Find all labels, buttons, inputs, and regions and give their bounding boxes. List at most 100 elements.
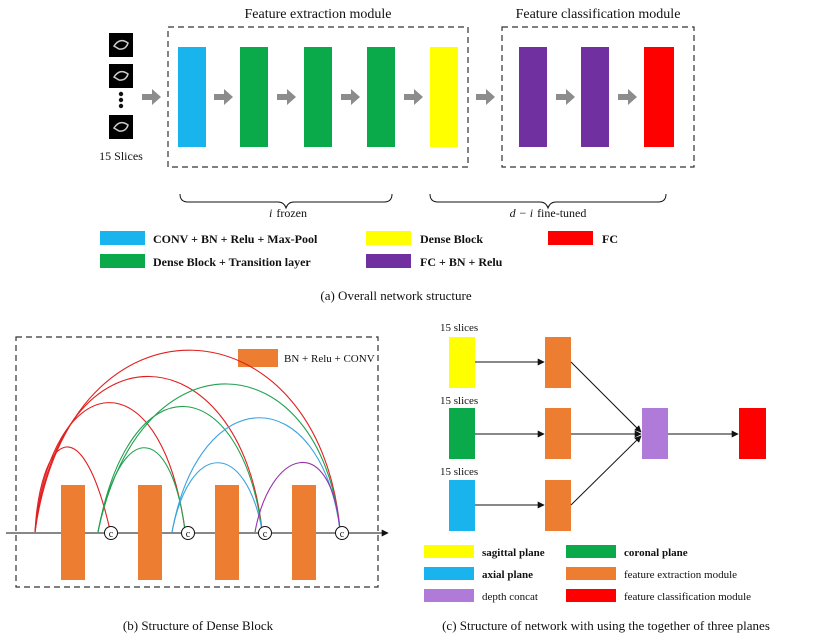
slices-label: 15 Slices [99, 149, 143, 163]
flow-arrows [142, 89, 637, 105]
skip-arc-red [34, 402, 186, 533]
legend-label: depth concat [482, 591, 538, 603]
concat-circle [335, 526, 349, 540]
flow-arrow [214, 89, 233, 105]
concat-label: c [109, 529, 114, 540]
feature-extraction-block [545, 408, 571, 459]
depth-concat-block [642, 408, 668, 459]
panel-b: BN + Relu + CONV c c c [6, 336, 389, 633]
feature-classification-title: Feature classification module [516, 7, 681, 22]
dense-transition-block [304, 47, 332, 147]
skip-connections [34, 349, 341, 533]
feature-classification-block [739, 408, 766, 459]
bn-relu-conv-block [61, 485, 85, 580]
panel-a-legend: CONV + BN + Relu + Max-Pool Dense Block … [100, 231, 618, 269]
feature-extraction-title: Feature extraction module [245, 7, 392, 22]
conv-block [178, 47, 206, 147]
finetuned-brace [429, 193, 667, 210]
slice-thumbnail [109, 33, 133, 57]
panel-c-arrows [475, 358, 739, 509]
flow-arrow [570, 361, 642, 433]
legend-label: FC + BN + Relu [420, 255, 503, 269]
legend-swatch [424, 589, 474, 602]
slice-thumbnail [109, 115, 133, 139]
flow-arrow [341, 89, 360, 105]
legend-label: Dense Block [420, 232, 483, 246]
flow-arrow [556, 89, 575, 105]
legend-swatch [100, 254, 145, 268]
flow-arrow [142, 89, 161, 105]
skip-arc-red [34, 446, 111, 533]
fc-block [644, 47, 674, 147]
concat-label: c [263, 529, 268, 540]
flow-arrow [404, 89, 423, 105]
dense-transition-block [240, 47, 268, 147]
fc-bn-relu-block [519, 47, 547, 147]
flow-arrow [277, 89, 296, 105]
legend-swatch [366, 254, 411, 268]
legend-swatch [566, 589, 616, 602]
legend-label: FC [602, 232, 618, 246]
panel-c-caption: (c) Structure of network with using the … [442, 618, 770, 633]
feature-classification-module-box [501, 26, 695, 168]
skip-arc-red [34, 349, 341, 533]
concat-circle [258, 526, 272, 540]
concat-circle [104, 526, 118, 540]
legend-swatch [566, 567, 616, 580]
legend-label: CONV + BN + Relu + Max-Pool [153, 232, 318, 246]
legend-swatch [566, 545, 616, 558]
skip-arc-blue [171, 462, 263, 533]
bn-relu-conv-block [138, 485, 162, 580]
coronal-input [449, 408, 475, 459]
legend-label: sagittal plane [482, 547, 545, 559]
flow-arrow [618, 89, 637, 105]
feature-extraction-module-box [167, 26, 469, 168]
legend-swatch [238, 349, 278, 367]
legend-label: axial plane [482, 569, 533, 581]
panel-c: 15 slices 15 slices 15 slices sagittal p… [424, 322, 770, 633]
panel-b-caption: (b) Structure of Dense Block [123, 618, 274, 633]
sagittal-input [449, 337, 475, 388]
concat-label: c [340, 529, 345, 540]
legend-label: Dense Block + Transition layer [153, 255, 311, 269]
slices-label: 15 slices [440, 395, 478, 407]
panel-a-caption: (a) Overall network structure [320, 288, 471, 303]
legend-label: feature extraction module [624, 569, 737, 581]
bn-relu-conv-block [292, 485, 316, 580]
legend-label: BN + Relu + CONV [284, 353, 375, 365]
panel-a: 15 Slices Feature extraction module Feat… [99, 7, 695, 303]
ellipsis-dot [118, 91, 124, 97]
slices-label: 15 slices [440, 466, 478, 478]
feature-extraction-block [545, 480, 571, 531]
skip-arc-green [97, 405, 263, 533]
feature-extraction-block [545, 337, 571, 388]
legend-swatch [100, 231, 145, 245]
flow-arrow [476, 89, 495, 105]
legend-swatch [424, 545, 474, 558]
bn-relu-conv-block [215, 485, 239, 580]
flow-arrow [570, 435, 642, 506]
legend-label: coronal plane [624, 547, 688, 559]
legend-swatch [366, 231, 411, 245]
axial-input [449, 480, 475, 531]
legend-swatch [548, 231, 593, 245]
fc-bn-relu-block [581, 47, 609, 147]
dense-block [430, 47, 458, 147]
dense-block-frame [15, 336, 379, 588]
concat-circle [181, 526, 195, 540]
skip-arc-red [34, 376, 263, 533]
legend-label: feature classification module [624, 591, 751, 603]
skip-arc-green [97, 383, 341, 533]
ellipsis-dot [118, 103, 124, 109]
slice-thumbnail [109, 64, 133, 88]
concat-label: c [186, 529, 191, 540]
skip-arc-purple [254, 462, 341, 533]
panel-c-legend: sagittal plane coronal plane axial plane… [424, 545, 751, 603]
ellipsis-dot [118, 97, 124, 103]
frozen-brace [179, 193, 393, 210]
skip-arc-blue [171, 417, 341, 533]
dense-transition-block [367, 47, 395, 147]
